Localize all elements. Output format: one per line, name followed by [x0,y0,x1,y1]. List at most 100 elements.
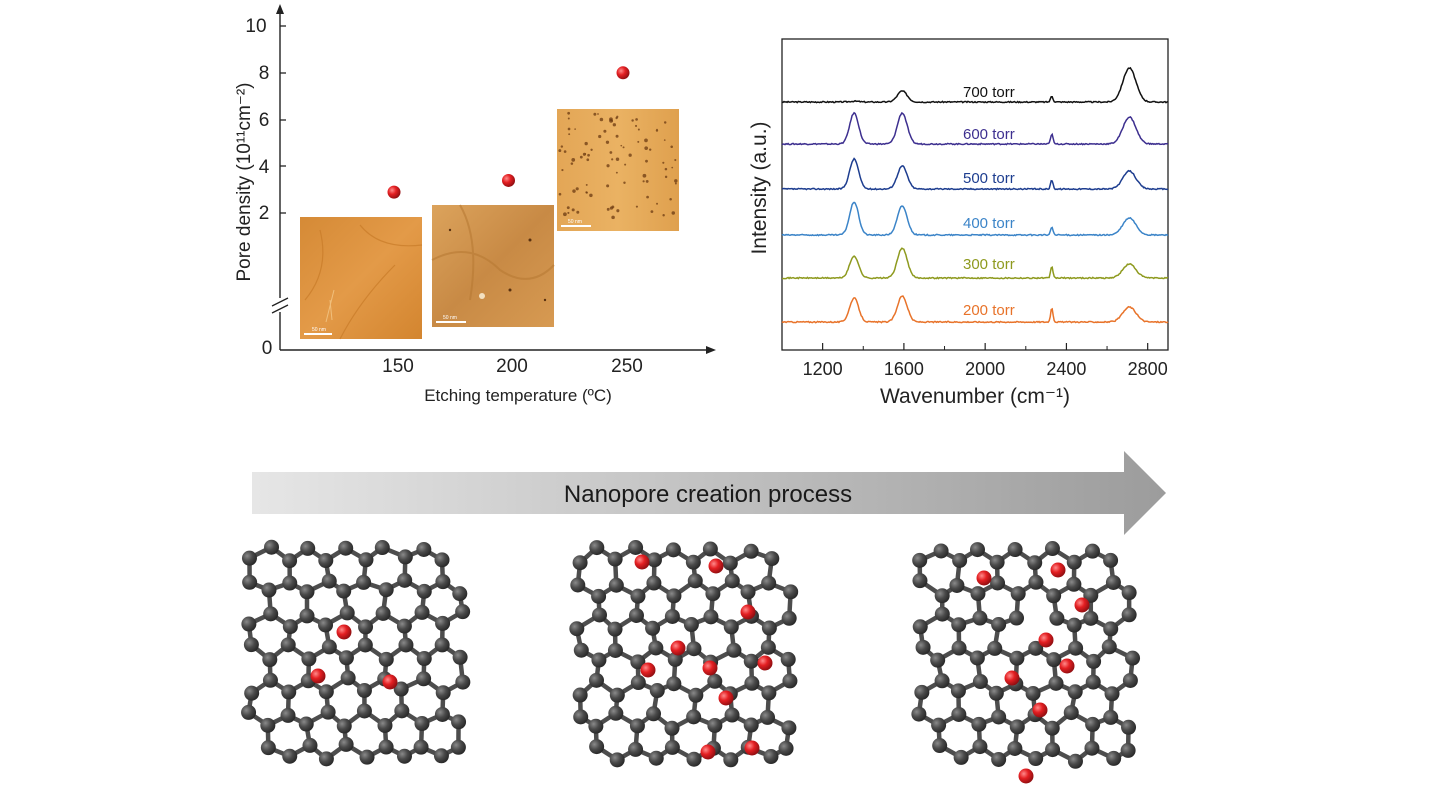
series-label: 500 torr [963,170,1015,187]
carbon-atom [358,552,374,568]
x-tick-label: 2800 [1128,359,1168,379]
carbon-atom [990,575,1006,591]
carbon-atom [340,670,356,686]
graphene-lattice-stage-3 [911,541,1141,784]
carbon-atom [664,608,680,624]
oxygen-atom [1038,632,1054,648]
series-label: 200 torr [963,302,1015,319]
carbon-atom [260,740,276,756]
carbon-atom [572,687,588,703]
x-tick-label: 150 [382,356,414,377]
carbon-atom [378,739,394,755]
carbon-atom [932,738,948,754]
carbon-atom [1049,610,1065,626]
oxygen-atom [700,744,716,760]
carbon-atom [1083,610,1099,626]
carbon-atom [911,706,927,722]
carbon-atom [396,748,412,764]
carbon-atom [300,540,316,556]
carbon-atom [949,577,965,593]
carbon-atom [646,575,662,591]
carbon-atom [336,583,352,599]
carbon-atom [971,716,987,732]
carbon-atom [1046,588,1062,604]
carbon-atom [688,687,704,703]
carbon-atom [950,683,966,699]
carbon-atom [760,639,776,655]
carbon-atom [1028,640,1044,656]
carbon-atom [280,637,296,653]
carbon-atom [302,737,318,753]
carbon-atom [1027,555,1043,571]
carbon-atom [434,552,450,568]
carbon-atom [724,573,740,589]
carbon-atom [743,543,759,559]
carbon-atom [1066,554,1082,570]
oxygen-atom [702,660,718,676]
carbon-atom [241,550,257,566]
carbon-atom [703,609,719,625]
x-tick-label: 250 [611,356,643,377]
carbon-atom [666,588,682,604]
carbon-atom [280,707,296,723]
carbon-atom [683,617,699,633]
carbon-atom [375,605,391,621]
carbon-atom [320,704,336,720]
oxygen-atom [310,668,326,684]
carbon-atom [264,539,280,555]
carbon-atom [1103,621,1119,637]
carbon-atom [686,641,702,657]
carbon-atom [282,619,298,635]
carbon-atom [628,607,644,623]
carbon-atom [452,586,468,602]
carbon-atom [282,575,298,591]
carbon-atom [393,681,409,697]
carbon-atom [630,675,646,691]
process-label: Nanopore creation process [564,481,852,508]
spectrum-line [781,66,1169,104]
carbon-atom [1046,652,1062,668]
oxygen-atom [708,558,724,574]
carbon-atom [951,706,967,722]
carbon-atom [1009,610,1025,626]
carbon-atom [628,540,644,556]
carbon-atom [667,652,683,668]
carbon-atom [723,752,739,768]
carbon-atom [782,673,798,689]
carbon-atom [666,676,682,692]
carbon-atom [1084,543,1100,559]
x-tick-label: 1600 [884,359,924,379]
carbon-atom [760,709,776,725]
oxygen-atom [382,674,398,690]
carbon-atom [1086,653,1102,669]
series-label: 400 torr [963,215,1015,232]
carbon-atom [452,649,468,665]
carbon-atom [988,685,1004,701]
carbon-atom [336,718,352,734]
carbon-atom [435,685,451,701]
carbon-atom [378,651,394,667]
axis-break-gap [272,298,288,312]
scale-bar-label: 50 nm [443,315,457,321]
carbon-atom [359,749,375,765]
carbon-atom [318,751,334,767]
carbon-atom [1044,720,1060,736]
carbon-atom [1010,586,1026,602]
spectrum-line [782,157,1169,191]
carbon-atom [413,739,429,755]
carbon-atom [724,707,740,723]
carbon-atom [722,555,738,571]
carbon-atom [299,584,315,600]
spectrum-line [781,201,1169,237]
carbon-atom [569,621,585,637]
carbon-atom [1122,672,1138,688]
carbon-atom [781,720,797,736]
y-axis-arrowhead [276,4,284,14]
oxygen-atom [1074,597,1090,613]
carbon-atom [780,651,796,667]
carbon-atom [1067,753,1083,769]
carbon-atom [1025,686,1041,702]
carbon-atom [761,620,777,636]
carbon-atom [744,675,760,691]
carbon-atom [665,542,681,558]
